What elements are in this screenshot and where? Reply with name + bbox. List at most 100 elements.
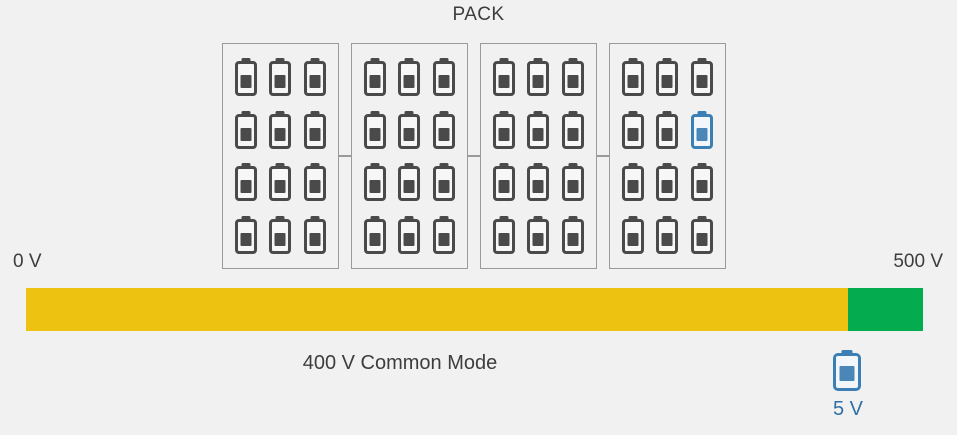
battery-body (432, 113, 455, 149)
battery-fill (661, 75, 673, 89)
battery-cell-icon[interactable] (364, 110, 387, 149)
battery-cell-icon[interactable] (493, 110, 516, 149)
battery-cell-icon[interactable] (269, 58, 292, 97)
battery-nub (568, 163, 578, 168)
battery-cell-icon[interactable] (622, 110, 645, 149)
battery-cell-icon[interactable] (269, 215, 292, 254)
battery-cell-icon[interactable] (622, 215, 645, 254)
battery-cell-icon[interactable] (527, 215, 550, 254)
battery-nub (370, 110, 380, 115)
battery-nub (310, 110, 320, 115)
battery-cell-icon[interactable] (235, 58, 258, 97)
battery-nub (628, 215, 638, 220)
battery-fill (403, 127, 415, 141)
battery-nub (628, 58, 638, 63)
battery-cell-icon[interactable] (432, 163, 455, 202)
battery-cell-icon[interactable] (303, 110, 326, 149)
module-cell-grid (223, 44, 338, 268)
battery-module[interactable] (609, 43, 726, 269)
battery-fill (696, 127, 708, 141)
battery-cell-icon[interactable] (398, 163, 421, 202)
battery-fill (274, 180, 286, 194)
battery-cell-icon[interactable] (493, 58, 516, 97)
battery-cell-icon[interactable] (561, 163, 584, 202)
battery-cell-icon[interactable] (235, 163, 258, 202)
battery-cell-icon[interactable] (690, 163, 713, 202)
battery-cell-icon[interactable] (561, 110, 584, 149)
battery-cell-icon[interactable] (656, 163, 679, 202)
battery-module[interactable] (222, 43, 339, 269)
battery-body (622, 113, 645, 149)
battery-nub (841, 350, 853, 354)
battery-cell-icon[interactable] (303, 163, 326, 202)
battery-nub (275, 110, 285, 115)
battery-fill (240, 127, 252, 141)
battery-body (656, 166, 679, 202)
battery-cell-icon[interactable] (527, 58, 550, 97)
battery-cell-icon[interactable] (398, 58, 421, 97)
battery-nub (697, 163, 707, 168)
battery-cell-icon[interactable] (561, 58, 584, 97)
battery-cell-icon[interactable] (656, 215, 679, 254)
battery-cell-icon[interactable] (527, 110, 550, 149)
battery-cell-icon[interactable] (269, 163, 292, 202)
battery-nub (439, 163, 449, 168)
module-connector (596, 155, 609, 157)
battery-nub (370, 215, 380, 220)
battery-cell-icon[interactable] (527, 163, 550, 202)
battery-cell-icon[interactable] (432, 110, 455, 149)
battery-cell-icon[interactable] (656, 58, 679, 97)
battery-body (493, 61, 516, 97)
battery-cell-icon[interactable] (235, 110, 258, 149)
battery-cell-icon[interactable] (622, 163, 645, 202)
page-title: PACK (452, 4, 505, 25)
battery-nub (404, 163, 414, 168)
battery-cell-icon[interactable] (432, 215, 455, 254)
battery-nub (370, 58, 380, 63)
battery-cell-icon[interactable] (561, 215, 584, 254)
battery-nub (662, 110, 672, 115)
battery-cell-icon[interactable] (622, 58, 645, 97)
battery-cell-icon[interactable] (398, 110, 421, 149)
battery-body (493, 113, 516, 149)
battery-nub (310, 163, 320, 168)
battery-cell-icon[interactable] (690, 215, 713, 254)
common-mode-label: 400 V Common Mode (302, 352, 498, 374)
battery-nub (499, 215, 509, 220)
battery-nub (662, 163, 672, 168)
battery-cell-icon[interactable] (303, 215, 326, 254)
battery-cell-icon[interactable] (493, 163, 516, 202)
battery-nub (404, 215, 414, 220)
battery-cell-icon[interactable] (690, 58, 713, 97)
battery-nub (697, 110, 707, 115)
battery-fill (498, 127, 510, 141)
battery-cell-icon[interactable] (398, 215, 421, 254)
battery-nub (697, 215, 707, 220)
battery-body (561, 61, 584, 97)
cell-voltage-label: 5 V (833, 398, 864, 420)
battery-cell-icon[interactable] (303, 58, 326, 97)
battery-nub (439, 110, 449, 115)
battery-body (527, 218, 550, 254)
battery-fill (627, 75, 639, 89)
module-connector (467, 155, 480, 157)
battery-cell-icon[interactable] (432, 58, 455, 97)
battery-module[interactable] (351, 43, 468, 269)
battery-body (364, 166, 387, 202)
battery-cell-icon[interactable] (364, 215, 387, 254)
battery-fill (274, 232, 286, 246)
battery-fill (627, 127, 639, 141)
battery-body (364, 218, 387, 254)
battery-body (622, 166, 645, 202)
battery-cell-icon[interactable] (364, 163, 387, 202)
battery-fill (438, 127, 450, 141)
battery-cell-icon[interactable] (269, 110, 292, 149)
module-cell-grid (610, 44, 725, 268)
battery-cell-icon[interactable] (364, 58, 387, 97)
battery-cell-icon[interactable] (235, 215, 258, 254)
battery-module[interactable] (480, 43, 597, 269)
highlighted-battery-cell-icon[interactable] (690, 110, 713, 149)
battery-cell-icon[interactable] (656, 110, 679, 149)
battery-cell-icon[interactable] (493, 215, 516, 254)
